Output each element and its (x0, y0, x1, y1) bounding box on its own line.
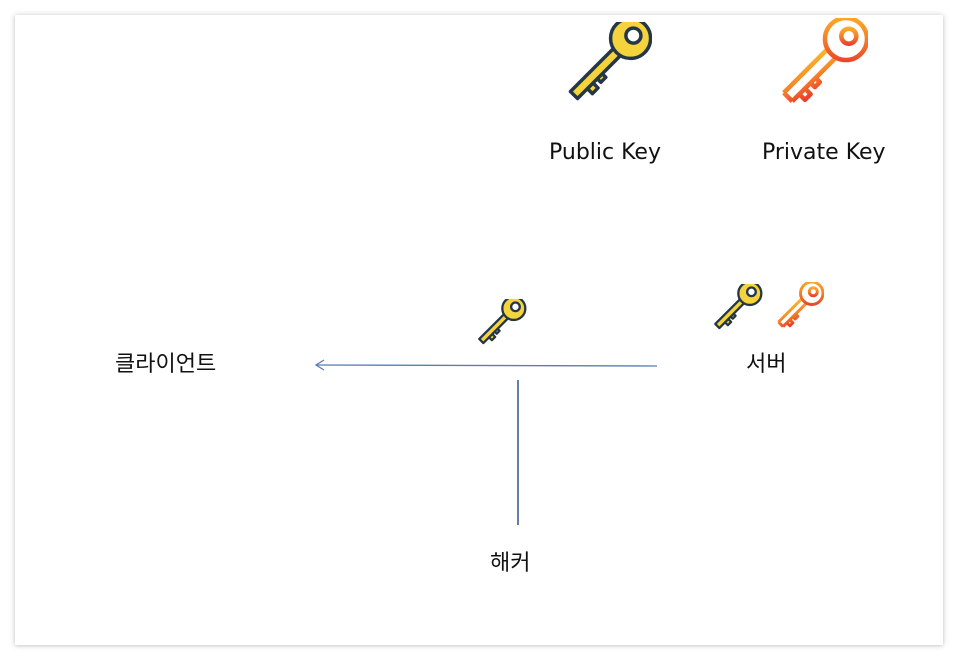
public-key-label: Public Key (549, 140, 661, 165)
client-node-label: 클라이언트 (115, 352, 217, 377)
public-key-icon (478, 299, 527, 345)
server-node-label: 서버 (746, 352, 787, 377)
private-key-icon (777, 282, 824, 328)
public-key-icon (568, 22, 652, 101)
transmission-arrowhead (314, 359, 325, 371)
public-key-icon (714, 284, 763, 330)
transmission-arrow-line (315, 364, 658, 367)
private-key-icon (782, 18, 868, 103)
hacker-node-label: 해커 (490, 551, 531, 576)
private-key-label: Private Key (762, 140, 886, 165)
diagram-canvas (15, 15, 943, 645)
